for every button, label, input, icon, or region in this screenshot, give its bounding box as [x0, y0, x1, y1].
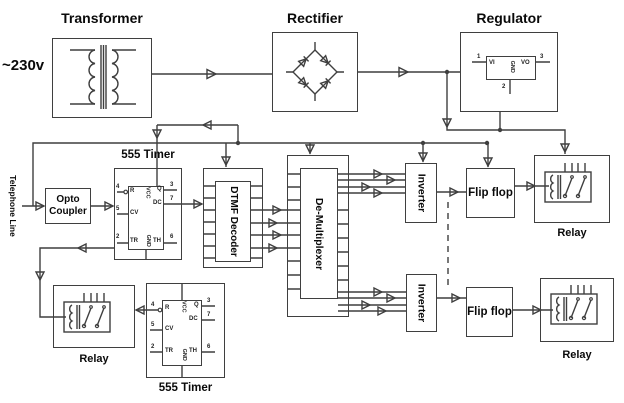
t555-pin-vcc: VCC: [144, 186, 151, 199]
opto-line1: Opto: [56, 193, 80, 205]
t555-num-2: 2: [116, 234, 120, 240]
opto-coupler-block: Opto Coupler: [45, 188, 91, 224]
flipflop-bottom-label: Flip flop: [467, 306, 512, 318]
b555-num-5: 5: [151, 322, 155, 328]
rectifier-block: [272, 32, 358, 112]
relay-bottom-left-label: Relay: [79, 353, 109, 365]
b555-pin-th: TH: [189, 348, 197, 354]
regulator-num-3: 3: [540, 54, 544, 60]
t555-pin-tr: TR: [130, 238, 138, 244]
dtmf-decoder-label: DTMF Decoder: [227, 186, 239, 257]
t555-pin-th: TH: [153, 238, 161, 244]
t555-pin-r: R: [130, 188, 135, 194]
relay-top-right-label: Relay: [557, 227, 587, 239]
demultiplexer-label: De-Multiplexer: [313, 197, 326, 270]
b555-pin-tr: TR: [165, 348, 173, 354]
t555-num-6: 6: [170, 234, 174, 240]
relay-bottom-right-label: Relay: [562, 349, 592, 361]
opto-line2: Coupler: [49, 206, 87, 217]
inverter-bottom-label: Inverter: [415, 283, 428, 323]
b555-pin-dc: DC: [189, 316, 198, 322]
b555-pin-r: R: [165, 305, 170, 311]
regulator-pin-vi: VI: [489, 60, 495, 66]
telephone-line-label: Telephone Line: [8, 175, 18, 237]
inverter-top-label: Inverter: [415, 173, 427, 213]
rectifier-title: Rectifier: [286, 10, 344, 26]
t555-num-4: 4: [116, 184, 120, 190]
mains-voltage-label: ~230v: [2, 57, 45, 74]
regulator-pin-gnd: GND: [508, 60, 515, 73]
relay-bottom-left-block: [53, 285, 135, 348]
b555-pin-cv: CV: [165, 326, 174, 332]
t555-num-3: 3: [170, 182, 174, 188]
regulator-pin-vo: VO: [521, 60, 530, 66]
inverter-bottom-block: [406, 274, 437, 332]
b555-num-4: 4: [151, 302, 155, 308]
regulator-title: Regulator: [476, 10, 542, 26]
b555-pin-q: Q: [194, 302, 199, 308]
t555-pin-dc: DC: [153, 200, 162, 206]
b555-num-7: 7: [207, 312, 211, 318]
flipflop-top-block: Flip flop: [466, 168, 515, 218]
timer-top-label: 555 Timer: [121, 149, 175, 161]
t555-pin-cv: CV: [130, 210, 139, 216]
t555-pin-gnd: GND: [144, 234, 151, 247]
flipflop-bottom-block: Flip flop: [466, 287, 513, 337]
timer-bottom-label: 555 Timer: [158, 382, 213, 394]
transformer-title: Transformer: [61, 10, 143, 26]
b555-num-2: 2: [151, 344, 155, 350]
b555-num-6: 6: [207, 344, 211, 350]
transformer-block: [52, 38, 152, 118]
t555-pin-q: Q: [157, 186, 162, 192]
t555-num-5: 5: [116, 206, 120, 212]
b555-pin-gnd: GND: [180, 348, 187, 361]
t555-num-7: 7: [170, 196, 174, 202]
regulator-num-1: 1: [477, 54, 481, 60]
b555-num-3: 3: [207, 298, 211, 304]
b555-pin-vcc: VCC: [180, 300, 187, 313]
relay-top-right-block: [534, 155, 610, 223]
flipflop-top-label: Flip flop: [468, 187, 513, 199]
relay-bottom-right-block: [540, 278, 614, 342]
regulator-num-2: 2: [502, 84, 506, 90]
